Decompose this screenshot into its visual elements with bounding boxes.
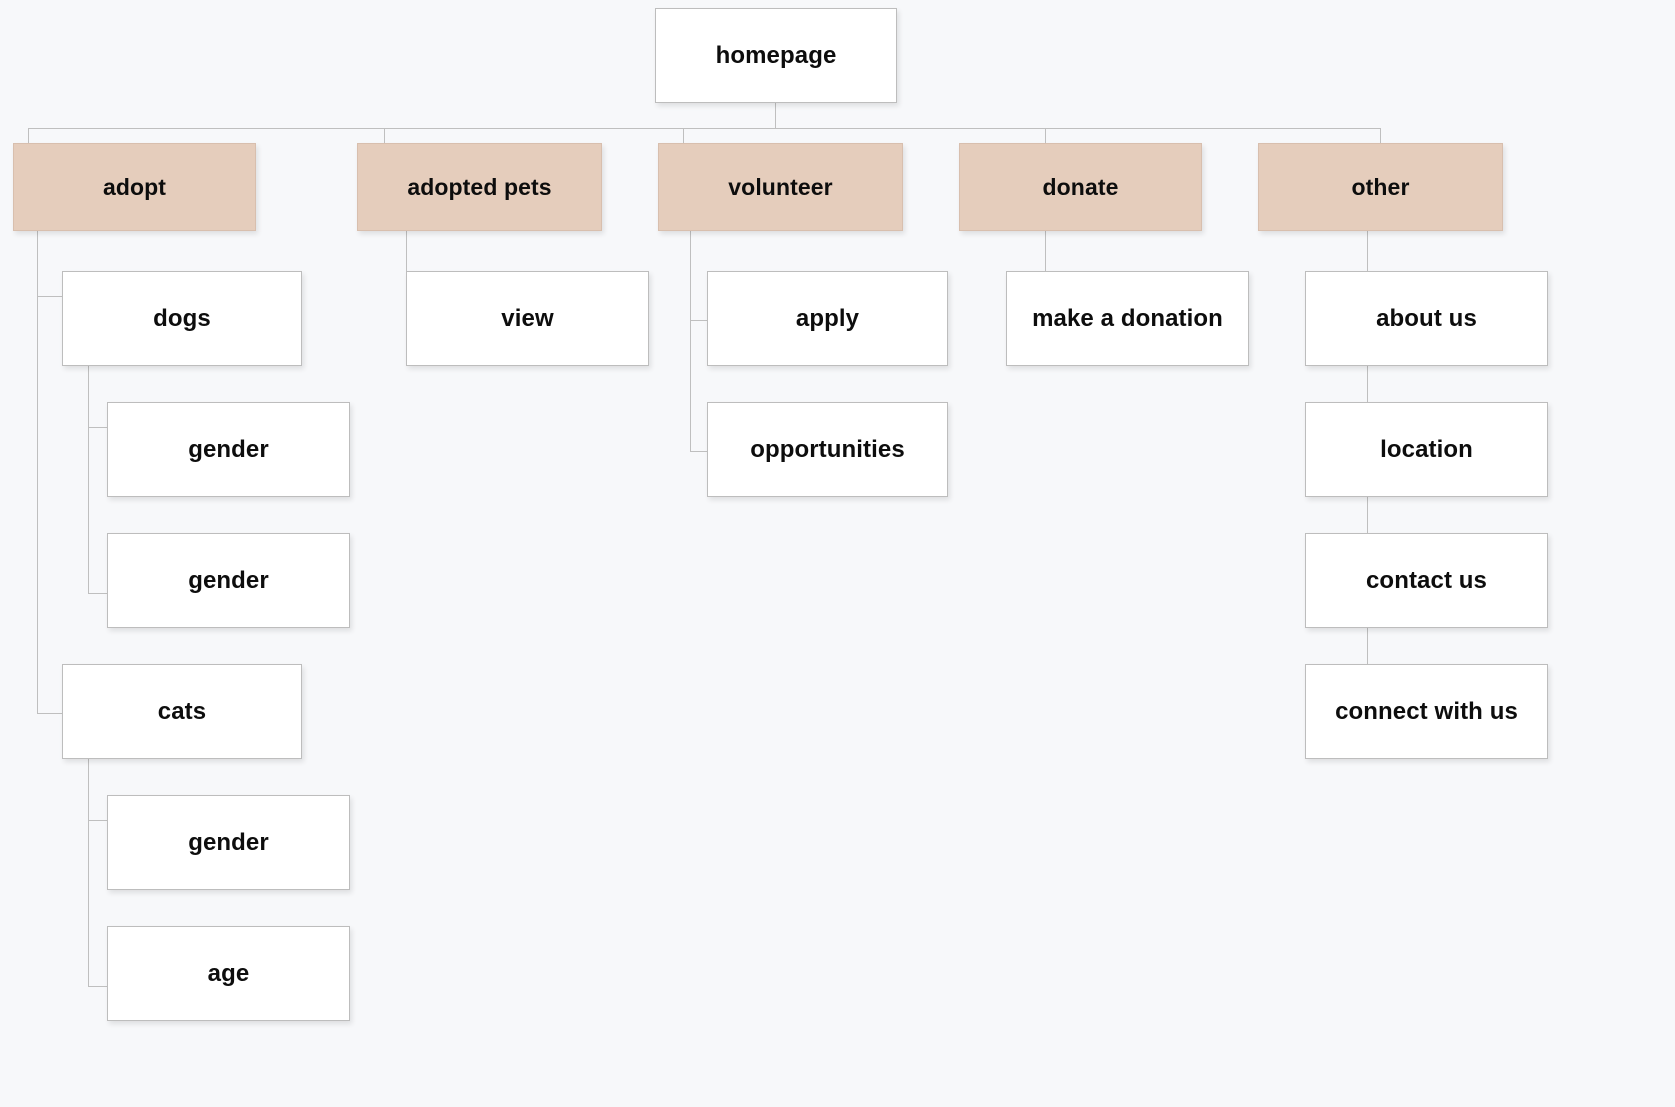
node-label: gender	[188, 435, 269, 463]
node-label: adopt	[102, 173, 167, 200]
node-label: gender	[188, 566, 269, 594]
node-cats[interactable]: cats	[62, 664, 302, 759]
connector-drop-other	[1380, 128, 1381, 144]
node-label: cats	[157, 697, 207, 725]
node-contact-us[interactable]: contact us	[1305, 533, 1548, 628]
node-apply[interactable]: apply	[707, 271, 948, 366]
connector-cats-to-gender	[88, 820, 115, 821]
connector-cats-spine	[88, 757, 89, 986]
node-dogs[interactable]: dogs	[62, 271, 302, 366]
node-adopt[interactable]: adopt	[13, 143, 256, 231]
node-volunteer[interactable]: volunteer	[658, 143, 903, 231]
connector-adopt-to-cats	[37, 713, 63, 714]
node-label: adopted pets	[407, 173, 552, 200]
connector-adopt-to-dogs	[37, 296, 63, 297]
connector-drop-donate	[1045, 128, 1046, 144]
node-label: homepage	[715, 41, 837, 69]
node-cats-age[interactable]: age	[107, 926, 350, 1021]
node-about-us[interactable]: about us	[1305, 271, 1548, 366]
connector-drop-adopt	[28, 128, 29, 144]
node-dogs-gender-1[interactable]: gender	[107, 402, 350, 497]
node-view[interactable]: view	[406, 271, 649, 366]
node-label: apply	[795, 304, 860, 332]
node-label: make a donation	[1032, 304, 1223, 332]
connector-top-bus	[28, 128, 1380, 129]
connector-volunteer-to-opportunities	[690, 451, 717, 452]
connector-drop-volunteer	[683, 128, 684, 144]
node-donate[interactable]: donate	[959, 143, 1202, 231]
node-label: other	[1351, 173, 1410, 200]
connector-volunteer-spine	[690, 231, 691, 452]
node-label: view	[501, 304, 554, 332]
node-label: volunteer	[728, 173, 833, 200]
node-label: age	[207, 959, 250, 987]
connector-dogs-to-gender-1	[88, 427, 115, 428]
node-opportunities[interactable]: opportunities	[707, 402, 948, 497]
node-label: location	[1380, 435, 1473, 463]
connector-volunteer-to-apply	[690, 320, 717, 321]
connector-drop-adopted-pets	[384, 128, 385, 144]
node-other[interactable]: other	[1258, 143, 1503, 231]
connector-adopt-spine	[37, 231, 38, 713]
node-connect-with-us[interactable]: connect with us	[1305, 664, 1548, 759]
node-make-a-donation[interactable]: make a donation	[1006, 271, 1249, 366]
node-label: about us	[1376, 304, 1477, 332]
node-homepage[interactable]: homepage	[655, 8, 897, 103]
connector-dogs-to-gender-2	[88, 593, 115, 594]
node-location[interactable]: location	[1305, 402, 1548, 497]
connector-cats-to-age	[88, 986, 115, 987]
node-cats-gender[interactable]: gender	[107, 795, 350, 890]
node-label: contact us	[1365, 566, 1488, 594]
node-label: connect with us	[1335, 697, 1518, 725]
node-label: gender	[188, 828, 269, 856]
connector-homepage-stem	[775, 103, 776, 129]
node-label: dogs	[153, 304, 211, 332]
node-label: donate	[1042, 173, 1119, 200]
node-label: opportunities	[750, 435, 905, 463]
connector-dogs-spine	[88, 364, 89, 593]
node-adopted-pets[interactable]: adopted pets	[357, 143, 602, 231]
node-dogs-gender-2[interactable]: gender	[107, 533, 350, 628]
